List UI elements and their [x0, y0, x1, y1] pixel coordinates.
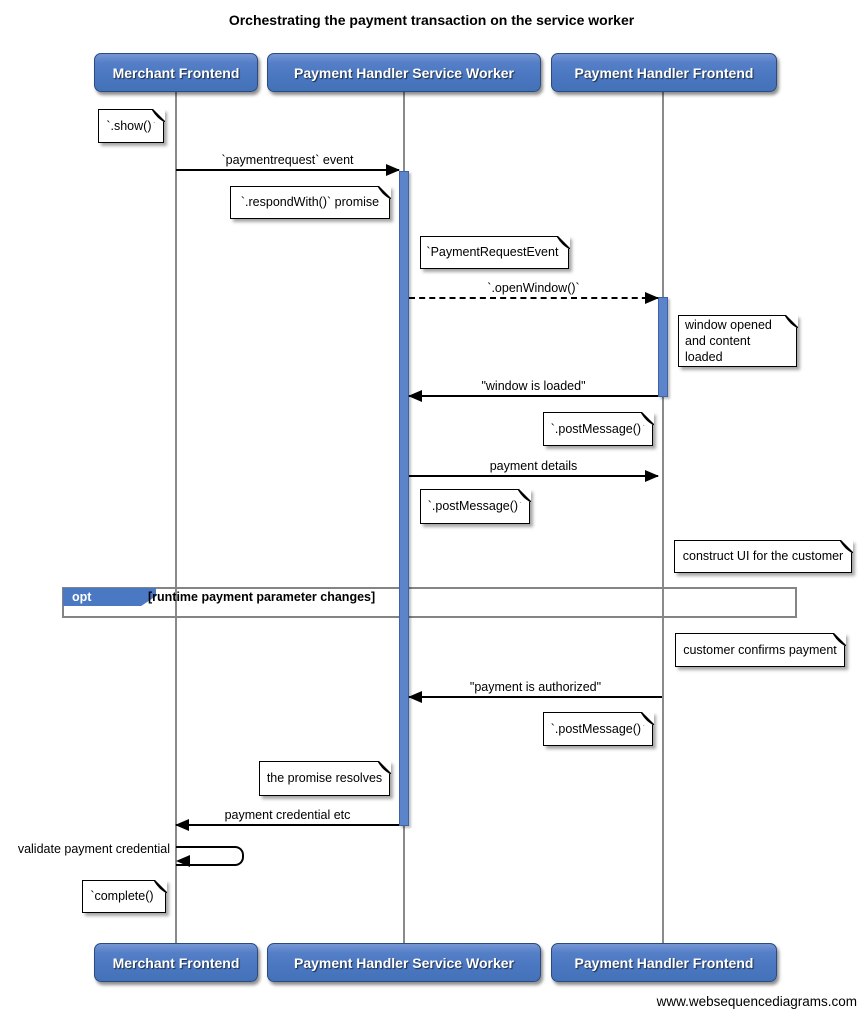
note-text: `PaymentRequestEvent`: [426, 245, 563, 260]
note-fold-icon: [556, 235, 570, 249]
self-message-loop: [176, 846, 244, 866]
note-fold-icon: [377, 760, 391, 774]
note-respondwith-promise: `.respondWith()` promise: [230, 185, 391, 219]
note-postmessage-2: `.postMessage()`: [420, 488, 531, 524]
note-show: `.show()`: [98, 108, 165, 143]
note-fold-icon: [377, 185, 391, 199]
note-fold-icon: [151, 108, 165, 122]
message-label: payment credential etc: [224, 808, 351, 822]
actor-box-handler-frontend-bottom: Payment Handler Frontend: [551, 943, 777, 982]
note-construct-ui: construct UI for the customer: [674, 539, 853, 573]
note-fold-icon: [153, 879, 167, 893]
note-postmessage-3: `.postMessage()`: [543, 711, 654, 746]
actor-label: Payment Handler Service Worker: [294, 954, 514, 971]
message-payment-is-authorized: "payment is authorized": [408, 678, 662, 703]
note-text: the promise resolves: [266, 771, 383, 786]
message-payment-credential-etc: payment credential etc: [175, 806, 399, 831]
arrowhead-left-icon: [408, 390, 422, 402]
actor-box-handler-frontend-top: Payment Handler Frontend: [551, 53, 777, 92]
message-label: "payment is authorized": [469, 680, 602, 694]
message-line: [176, 824, 399, 826]
watermark-websequencediagrams: www.websequencediagrams.com: [656, 994, 857, 1009]
actor-box-service-worker-top: Payment Handler Service Worker: [267, 53, 541, 92]
note-complete: `complete()`: [82, 879, 167, 913]
actor-label: Merchant Frontend: [112, 954, 240, 971]
activation-bar-service-worker: [399, 171, 409, 826]
note-text: customer confirms payment: [683, 642, 837, 657]
note-fold-icon: [517, 488, 531, 502]
actor-box-merchant-frontend-top: Merchant Frontend: [94, 53, 258, 92]
note-fold-icon: [640, 711, 654, 725]
message-label: payment details: [489, 459, 578, 473]
note-fold-icon: [839, 539, 853, 553]
actor-box-service-worker-bottom: Payment Handler Service Worker: [267, 943, 541, 982]
actor-label: Payment Handler Frontend: [574, 954, 754, 971]
arrowhead-right-icon: [386, 164, 400, 176]
message-label: "window is loaded": [481, 379, 586, 393]
note-text: `.postMessage()`: [427, 499, 523, 514]
note-promise-resolves: the promise resolves: [259, 760, 391, 796]
arrowhead-left-icon: [176, 855, 190, 867]
actor-label: Payment Handler Frontend: [574, 64, 754, 81]
message-line: [409, 696, 662, 698]
opt-fragment-operator-tab: opt: [63, 588, 156, 606]
actor-box-merchant-frontend-bottom: Merchant Frontend: [94, 943, 258, 982]
lifeline-payment-handler-frontend: [662, 92, 664, 944]
note-fold-icon: [832, 632, 846, 646]
note-text: window opened and content loaded: [685, 317, 772, 365]
diagram-title: Orchestrating the payment transaction on…: [228, 12, 635, 28]
message-line: [409, 395, 658, 397]
note-text: construct UI for the customer: [682, 549, 844, 564]
message-open-window: `.openWindow()`: [409, 279, 659, 304]
arrowhead-right-icon: [645, 292, 659, 304]
arrowhead-left-icon: [175, 819, 189, 831]
message-label: `.openWindow()`: [487, 281, 580, 295]
note-window-opened: window opened and content loaded: [678, 314, 798, 367]
note-text: `.postMessage()`: [550, 721, 646, 736]
activation-bar-handler-frontend: [658, 297, 668, 397]
message-window-is-loaded: "window is loaded": [408, 377, 658, 402]
note-fold-icon: [640, 411, 654, 425]
message-line: [409, 475, 658, 477]
arrowhead-right-icon: [645, 470, 659, 482]
note-text: `.postMessage()`: [550, 421, 646, 436]
note-fold-icon: [784, 314, 798, 328]
message-label: `paymentrequest` event: [221, 153, 354, 167]
opt-fragment-condition: [runtime payment parameter changes]: [148, 590, 376, 604]
note-paymentrequestevent: `PaymentRequestEvent`: [420, 235, 570, 269]
message-validate-payment-credential-label: validate payment credential: [17, 842, 170, 856]
opt-fragment-frame: opt [runtime payment parameter changes]: [62, 587, 797, 618]
note-text: `.show()`: [106, 118, 156, 133]
arrowhead-left-icon: [408, 691, 422, 703]
note-postmessage-1: `.postMessage()`: [543, 411, 654, 446]
message-paymentrequest-event: `paymentrequest` event: [176, 151, 400, 176]
actor-label: Merchant Frontend: [112, 64, 240, 81]
actor-label: Payment Handler Service Worker: [294, 64, 514, 81]
note-text: `complete()`: [90, 889, 158, 904]
message-line: [176, 169, 399, 171]
message-line-dashed: [409, 297, 658, 299]
note-text: `.respondWith()` promise: [240, 195, 380, 210]
message-payment-details: payment details: [409, 457, 659, 482]
lifeline-merchant-frontend: [175, 92, 177, 944]
note-customer-confirms: customer confirms payment: [675, 632, 846, 667]
